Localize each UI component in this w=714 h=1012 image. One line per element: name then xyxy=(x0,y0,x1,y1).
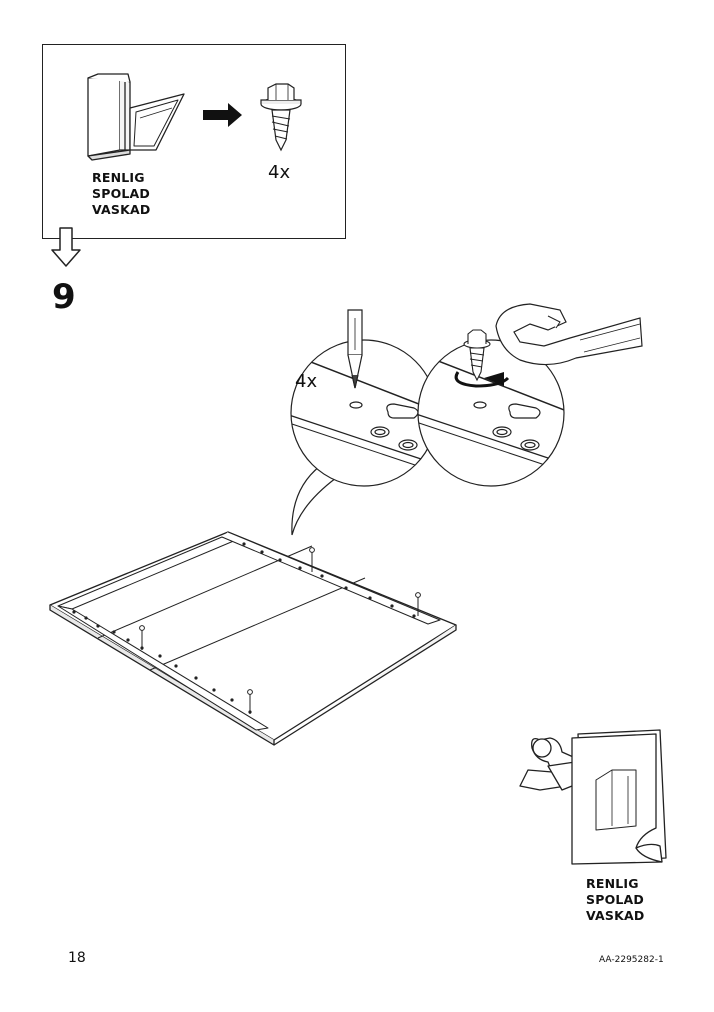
rotate-arrow-icon xyxy=(454,371,510,388)
callout-marking xyxy=(290,309,438,536)
step-number: 9 xyxy=(52,277,76,317)
page-number: 18 xyxy=(68,950,86,966)
hint-box xyxy=(42,44,346,239)
continue-arrow-icon xyxy=(51,227,81,267)
screw-icon xyxy=(260,83,302,152)
document-code: AA-2295282-1 xyxy=(599,955,664,965)
quantity-label: 4x xyxy=(268,162,291,183)
dishwasher-icon xyxy=(87,73,185,161)
product-label-line: RENLIG xyxy=(92,170,145,185)
wrench-icon xyxy=(495,303,643,366)
product-label-line: RENLIG xyxy=(586,876,639,891)
arrow-right-icon xyxy=(203,103,242,127)
countertop-panel xyxy=(49,531,457,746)
manual-icon xyxy=(571,729,667,865)
product-label-line: VASKAD xyxy=(92,202,151,217)
callout-fastening xyxy=(417,303,643,487)
product-label: RENLIG SPOLAD VASKAD xyxy=(92,170,150,218)
callout-quantity: 4x xyxy=(295,371,318,392)
product-label-line: VASKAD xyxy=(586,908,645,923)
product-label-line: SPOLAD xyxy=(92,186,151,201)
product-label-line: SPOLAD xyxy=(586,892,645,907)
screw-icon xyxy=(463,329,491,382)
manual-product-label: RENLIG SPOLAD VASKAD xyxy=(586,876,644,924)
pencil-icon xyxy=(347,309,363,389)
